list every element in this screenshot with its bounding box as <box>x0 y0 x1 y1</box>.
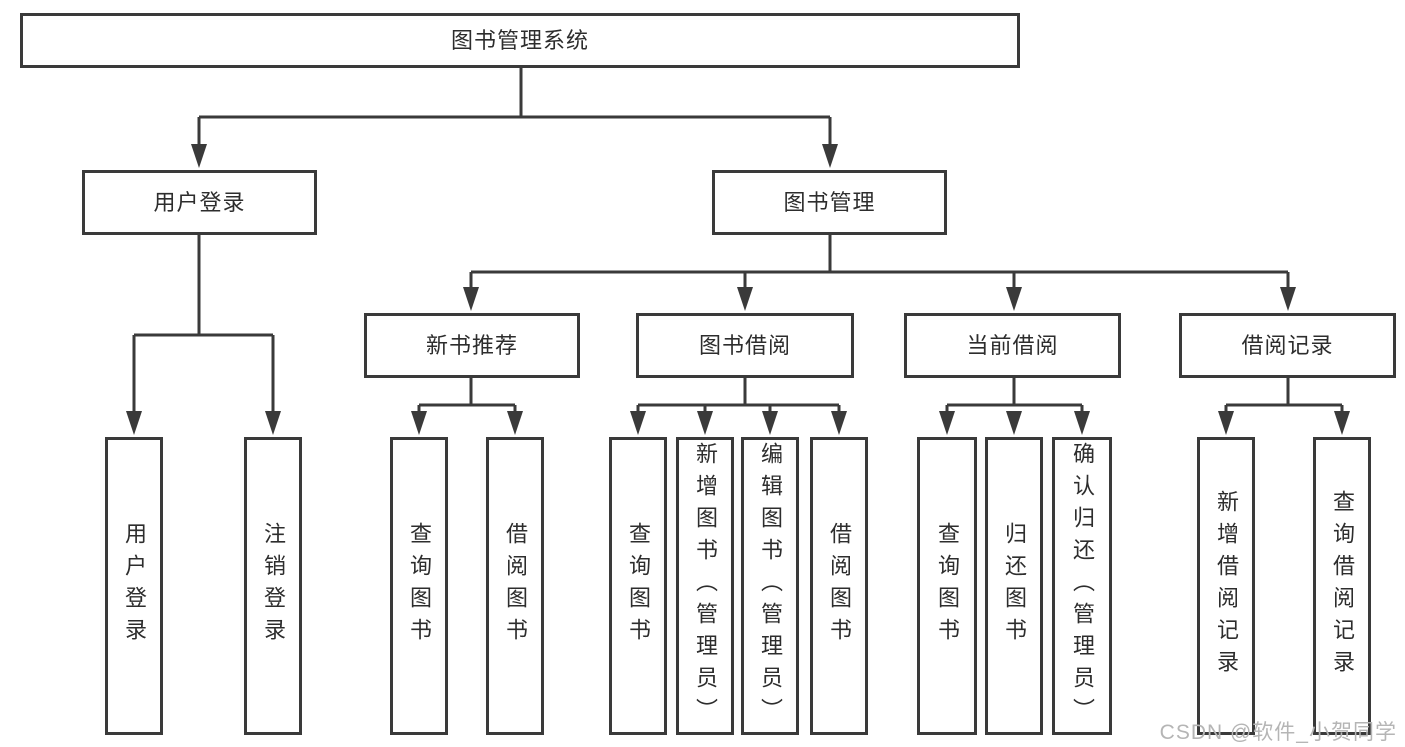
arrow-down-icon <box>1006 411 1022 435</box>
arrow-down-icon <box>411 411 427 435</box>
node-query-books-1: 查询图书 <box>390 437 448 735</box>
node-user-login: 用户登录 <box>105 437 163 735</box>
node-book-management-group: 图书管理 <box>712 170 947 235</box>
node-label: 编辑图书（管理员） <box>758 442 783 730</box>
node-label: 归还图书 <box>1002 522 1027 650</box>
node-logout: 注销登录 <box>244 437 302 735</box>
node-label: 新增借阅记录 <box>1214 490 1239 682</box>
node-book-management-system: 图书管理系统 <box>20 13 1020 68</box>
node-label: 新书推荐 <box>425 332 518 358</box>
node-label: 图书管理系统 <box>450 27 589 53</box>
arrow-down-icon <box>831 411 847 435</box>
arrow-down-icon <box>1218 411 1234 435</box>
node-edit-books-admin: 编辑图书（管理员） <box>741 437 799 735</box>
node-confirm-return-admin: 确认归还（管理员） <box>1052 437 1112 735</box>
node-label: 当前借阅 <box>966 332 1059 358</box>
node-borrow-records: 借阅记录 <box>1179 313 1396 378</box>
node-label: 查询借阅记录 <box>1330 490 1355 682</box>
node-label: 借阅记录 <box>1241 332 1334 358</box>
node-book-borrow: 图书借阅 <box>636 313 854 378</box>
node-label: 注销登录 <box>261 522 286 650</box>
node-label: 图书管理 <box>783 189 876 215</box>
node-label: 借阅图书 <box>503 522 528 650</box>
arrow-down-icon <box>1074 411 1090 435</box>
arrow-down-icon <box>762 411 778 435</box>
node-user-login-group: 用户登录 <box>82 170 317 235</box>
node-label: 查询图书 <box>935 522 960 650</box>
csdn-watermark: CSDN @软件_小贺同学 <box>1159 721 1397 744</box>
arrow-down-icon <box>939 411 955 435</box>
node-query-borrow-record: 查询借阅记录 <box>1313 437 1371 735</box>
arrow-down-icon <box>1334 411 1350 435</box>
node-label: 借阅图书 <box>827 522 852 650</box>
arrow-down-icon <box>265 411 281 435</box>
node-query-books-2: 查询图书 <box>609 437 667 735</box>
arrow-down-icon <box>630 411 646 435</box>
arrow-down-icon <box>822 144 838 168</box>
arrow-down-icon <box>191 144 207 168</box>
arrow-down-icon <box>126 411 142 435</box>
node-label: 用户登录 <box>153 189 246 215</box>
node-label: 用户登录 <box>122 522 147 650</box>
node-current-borrow: 当前借阅 <box>904 313 1121 378</box>
node-label: 确认归还（管理员） <box>1070 442 1095 730</box>
arrow-down-icon <box>697 411 713 435</box>
arrow-down-icon <box>737 287 753 311</box>
node-add-borrow-record: 新增借阅记录 <box>1197 437 1255 735</box>
arrow-down-icon <box>1280 287 1296 311</box>
node-return-books: 归还图书 <box>985 437 1043 735</box>
arrow-down-icon <box>507 411 523 435</box>
node-borrow-books-1: 借阅图书 <box>486 437 544 735</box>
arrow-down-icon <box>1006 287 1022 311</box>
node-borrow-books-2: 借阅图书 <box>810 437 868 735</box>
node-label: 新增图书（管理员） <box>693 442 718 730</box>
node-label: 查询图书 <box>626 522 651 650</box>
node-new-book-recommend: 新书推荐 <box>364 313 580 378</box>
arrow-down-icon <box>463 287 479 311</box>
node-label: 图书借阅 <box>698 332 791 358</box>
node-add-books-admin: 新增图书（管理员） <box>676 437 734 735</box>
node-query-books-3: 查询图书 <box>917 437 977 735</box>
node-label: 查询图书 <box>407 522 432 650</box>
